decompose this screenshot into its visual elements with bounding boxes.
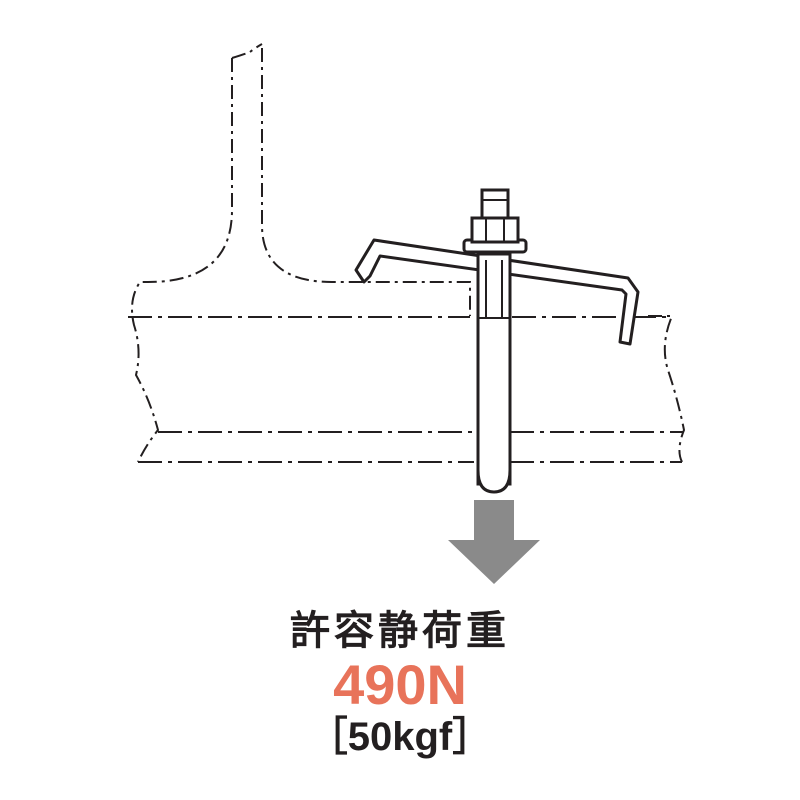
hex-nut xyxy=(470,216,520,244)
flange-lines xyxy=(128,316,684,463)
load-value: 490N xyxy=(333,653,467,716)
bolt-shank xyxy=(476,252,512,486)
load-title: 許容静荷重 xyxy=(290,608,510,654)
bolt-tip xyxy=(476,469,512,494)
load-alt-value: ［50kgf］ xyxy=(307,715,493,759)
load-arrow xyxy=(448,500,540,584)
bolt-top xyxy=(480,188,510,220)
rail-outline xyxy=(131,43,686,463)
